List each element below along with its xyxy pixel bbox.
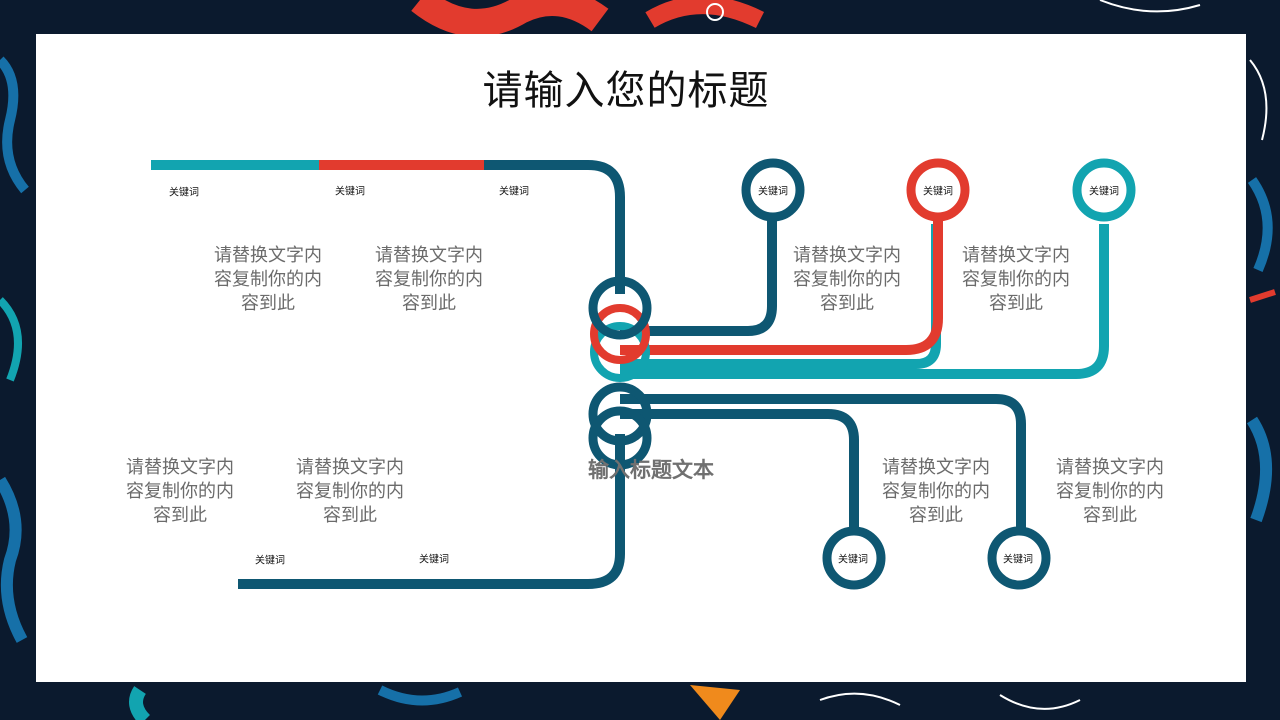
branch-navy — [620, 219, 777, 336]
keyword-label-2: 关键词 — [335, 186, 365, 198]
keyword-ring-label-3: 关键词 — [1089, 186, 1119, 198]
text-block-2: 请替换文字内容复制你的内容到此 — [375, 245, 483, 314]
node-ring-5 — [987, 526, 1051, 590]
text-block-4: 请替换文字内容复制你的内容到此 — [962, 245, 1070, 314]
keyword-label-3: 关键词 — [499, 186, 529, 198]
keyword-ring-label-2: 关键词 — [923, 186, 953, 198]
keyword-label-5: 关键词 — [419, 554, 449, 566]
branch-teal — [620, 224, 941, 369]
text-block-6: 请替换文字内容复制你的内容到此 — [296, 457, 404, 526]
text-block-8: 请替换文字内容复制你的内容到此 — [1056, 457, 1164, 526]
keyword-label-1: 关键词 — [169, 187, 199, 199]
keyword-ring-label-1: 关键词 — [758, 186, 788, 198]
node-ring-4 — [822, 526, 886, 590]
node-ring-2 — [906, 158, 970, 222]
hub-ring-teal — [590, 322, 650, 382]
node-ring-1 — [741, 158, 805, 222]
text-block-3: 请替换文字内容复制你的内容到此 — [793, 245, 901, 314]
text-block-7: 请替换文字内容复制你的内容到此 — [882, 457, 990, 526]
hub-ring-lower-2 — [588, 406, 652, 470]
hub-ring-lower-1 — [588, 382, 652, 446]
hub-ring-navy — [588, 276, 652, 340]
line-bottom-left — [238, 434, 625, 589]
roadmap-diagram — [151, 158, 1136, 590]
keyword-ring-label-5: 关键词 — [1003, 554, 1033, 566]
keyword-ring-label-4: 关键词 — [838, 554, 868, 566]
branch-lower-far — [620, 394, 1026, 534]
line-segment-navy — [484, 160, 625, 294]
hub-ring-red — [590, 304, 650, 364]
slide: 请输入您的标题 关键词 关键词 关键词 关键词 关键词 关键词 关键词 关键词 … — [36, 34, 1246, 682]
branch-red — [620, 194, 943, 355]
center-title: 输入标题文本 — [588, 458, 714, 482]
branch-lower-near — [620, 409, 859, 534]
text-block-5: 请替换文字内容复制你的内容到此 — [126, 457, 234, 526]
keyword-label-4: 关键词 — [255, 555, 285, 567]
node-ring-3 — [1072, 158, 1136, 222]
text-block-1: 请替换文字内容复制你的内容到此 — [214, 245, 322, 314]
slide-title: 请输入您的标题 — [482, 68, 770, 114]
branch-teal-long — [620, 224, 1109, 379]
